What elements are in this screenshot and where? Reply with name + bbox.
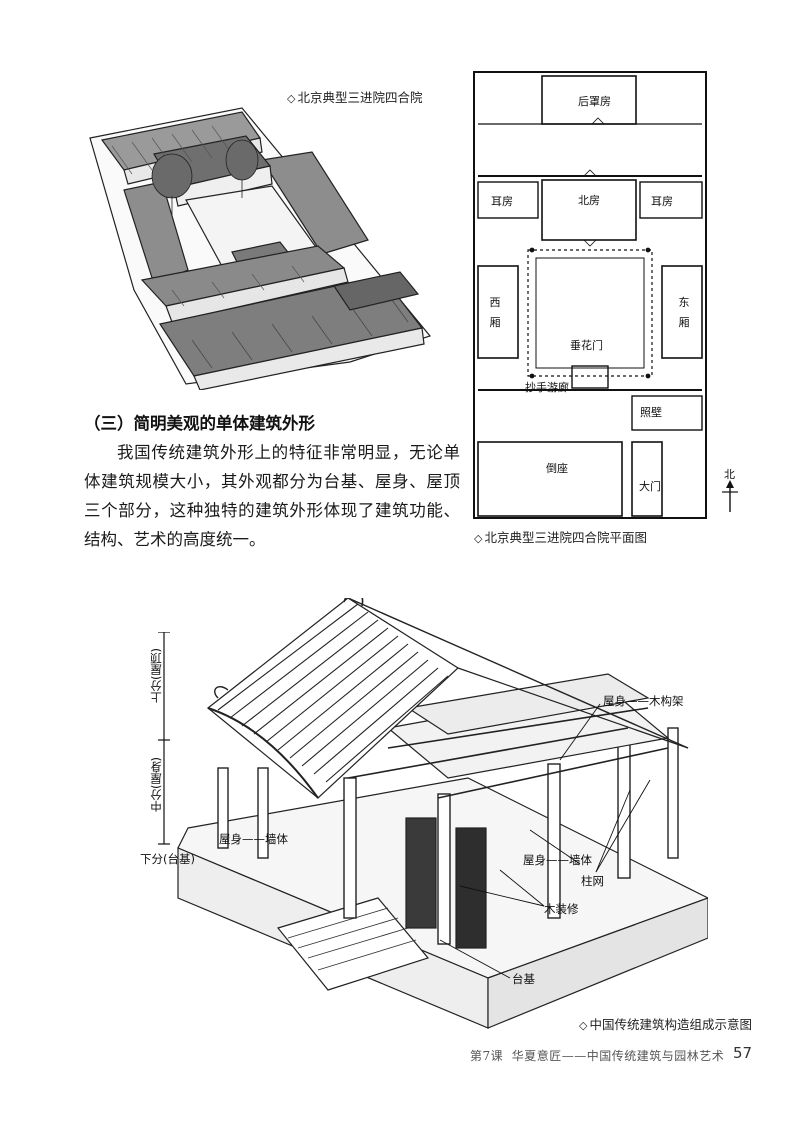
plan-label-rear-house: 后罩房 [578, 95, 611, 108]
courtyard-plan-drawing [473, 71, 707, 519]
footer-lesson-number: 第7课 [470, 1049, 504, 1063]
section-title: （三）简明美观的单体建筑外形 [84, 414, 315, 433]
plan-label-north-house: 北房 [578, 194, 600, 207]
frame-label: 屋身——木构架 [603, 694, 684, 708]
column-grid-label: 柱网 [581, 874, 604, 888]
vertical-division-bracket [158, 632, 170, 845]
structure-diagram-drawing [177, 598, 708, 1029]
structure-diagram-caption: ◇中国传统建筑构造组成示意图 [579, 1017, 752, 1032]
courtyard-plan-caption: ◇北京典型三进院四合院平面图 [474, 530, 647, 545]
plan-label-east-wing: 东厢 [678, 296, 690, 329]
plan-label-main-gate: 大门 [639, 480, 661, 493]
courtyard-3d-caption: ◇北京典型三进院四合院 [287, 90, 423, 105]
north-label: 北 [724, 468, 735, 481]
callout-leaders [439, 703, 651, 979]
footer-lesson-title: 华夏意匠——中国传统建筑与园林艺术 [511, 1049, 725, 1063]
wall-left-label: 屋身——墙体 [219, 832, 288, 846]
diamond-icon: ◇ [287, 92, 296, 105]
plan-label-corridor: 抄手游廊 [525, 381, 569, 394]
plan-label-hanging-gate: 垂花门 [570, 339, 603, 352]
diamond-icon: ◇ [474, 532, 483, 545]
footer-lesson: 第7课 华夏意匠——中国传统建筑与园林艺术 [470, 1047, 724, 1064]
section-paragraph-block: 我国传统建筑外形上的特征非常明显，无论单体建筑规模大小，其外观都分为台基、屋身、… [84, 438, 460, 554]
diamond-icon: ◇ [579, 1019, 588, 1032]
plan-label-west-wing: 西厢 [489, 296, 501, 329]
north-arrow-icon [722, 480, 738, 512]
lower-platform-label: 下分(台基) [140, 852, 195, 866]
platform-label: 台基 [512, 972, 535, 986]
wall-right-label: 屋身——墙体 [523, 853, 592, 867]
section-paragraph: 我国传统建筑外形上的特征非常明显，无论单体建筑规模大小，其外观都分为台基、屋身、… [84, 443, 460, 549]
courtyard-3d-drawing [89, 107, 432, 390]
wood-finish-label: 木装修 [544, 902, 579, 916]
plan-label-screen-wall: 照壁 [640, 406, 662, 419]
page-number: 57 [733, 1044, 753, 1062]
plan-label-ear-house-left: 耳房 [491, 195, 513, 208]
upper-roof-label: 上分(屋顶) [149, 648, 163, 703]
middle-body-label: 中分(屋身) [149, 757, 163, 812]
plan-label-ear-house-right: 耳房 [651, 195, 673, 208]
plan-label-south-house: 倒座 [546, 462, 568, 475]
